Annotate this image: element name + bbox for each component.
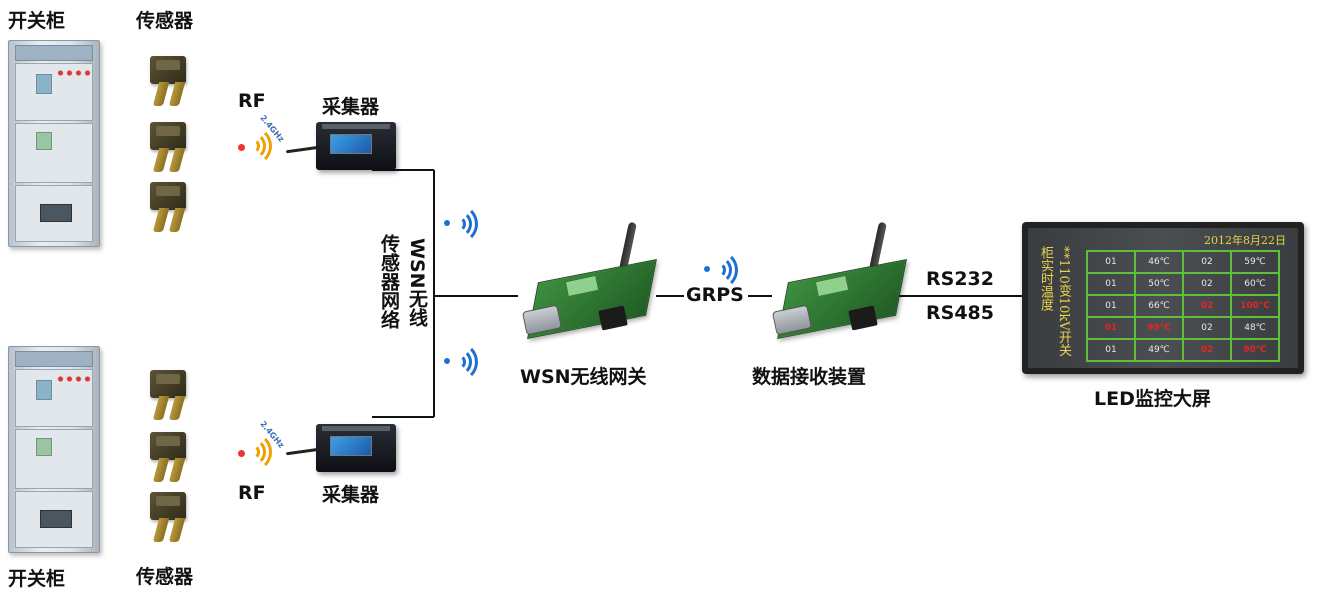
led-table-cell: 01	[1086, 272, 1136, 296]
switchgear-label-top: 开关柜	[8, 10, 66, 32]
temperature-sensor-icon	[146, 122, 190, 176]
rs232-label: RS232	[926, 268, 994, 290]
collector-device-top	[285, 122, 396, 172]
led-table-cell: 59℃	[1230, 250, 1280, 274]
rf-signal-icon: 2.4GHz	[236, 113, 286, 166]
led-date: 2012年8月22日	[1204, 234, 1286, 247]
led-table-cell: 01	[1086, 250, 1136, 274]
temperature-sensor-icon	[146, 182, 190, 236]
led-table-cell: 48℃	[1230, 316, 1280, 340]
rf-label-top: RF	[238, 90, 266, 112]
led-table-cell: 66℃	[1134, 294, 1184, 318]
gateway-label: WSN无线网关	[520, 366, 647, 388]
led-table-cell: 02	[1182, 250, 1232, 274]
rf-label-bottom: RF	[238, 482, 266, 504]
led-table-cell: 02	[1182, 294, 1232, 318]
led-table-cell: 02	[1182, 316, 1232, 340]
led-table-cell: 01	[1086, 294, 1136, 318]
switchgear-cabinet-top	[8, 40, 100, 247]
temperature-sensor-icon	[146, 370, 190, 424]
wsn-network-label: WSN无线	[406, 238, 428, 327]
led-table-cell: 46℃	[1134, 250, 1184, 274]
grps-label: GRPS	[686, 284, 744, 306]
sensor-network-label: 传感器网络	[378, 234, 400, 329]
rs485-label: RS485	[926, 302, 994, 324]
led-table-cell: 02	[1182, 272, 1232, 296]
receiver-label: 数据接收装置	[752, 366, 867, 388]
sensor-label-bottom: 传感器	[136, 566, 194, 588]
sensor-label-top: 传感器	[136, 10, 194, 32]
collector-device-bottom	[285, 424, 396, 474]
temperature-sensor-icon	[146, 432, 190, 486]
data-receiver-board	[768, 221, 907, 352]
collector-label-top: 采集器	[322, 96, 380, 118]
led-table-cell: 100℃	[1230, 294, 1280, 318]
wireless-signal-icon	[704, 250, 738, 290]
rf-signal-icon: 2.4GHz	[236, 419, 286, 472]
led-table-cell: 50℃	[1134, 272, 1184, 296]
led-table-cell: 99℃	[1134, 316, 1184, 340]
led-table-cell: 60℃	[1230, 272, 1280, 296]
temperature-sensor-icon	[146, 492, 190, 546]
led-title: **110变10kV开关柜实时温度	[1038, 246, 1071, 357]
led-table-cell: 02	[1182, 338, 1232, 362]
led-screen-label: LED监控大屏	[1094, 388, 1211, 410]
led-table-cell: 49℃	[1134, 338, 1184, 362]
wsn-gateway-board	[518, 221, 657, 352]
switchgear-label-bottom: 开关柜	[8, 568, 66, 590]
led-table-cell: 90℃	[1230, 338, 1280, 362]
switchgear-cabinet-bottom	[8, 346, 100, 553]
collector-label-bottom: 采集器	[322, 484, 380, 506]
wireless-signal-icon	[444, 204, 478, 244]
wireless-signal-icon	[444, 342, 478, 382]
temperature-sensor-icon	[146, 56, 190, 110]
led-table-cell: 01	[1086, 338, 1136, 362]
led-table-cell: 01	[1086, 316, 1136, 340]
